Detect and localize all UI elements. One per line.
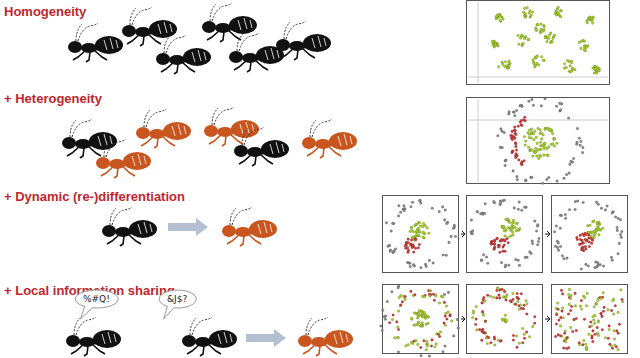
bubble-text: &J$? [158,289,196,313]
bubble-text: %#Q! [74,289,119,313]
speech-bubble: %#Q! [74,289,119,313]
speech-bubble: &J$? [158,289,196,313]
stage-heading: + Dynamic (re-)differentiation [4,189,185,204]
stage-heading: Homogeneity [4,4,86,19]
stage-heading: + Heterogeneity [4,91,102,106]
